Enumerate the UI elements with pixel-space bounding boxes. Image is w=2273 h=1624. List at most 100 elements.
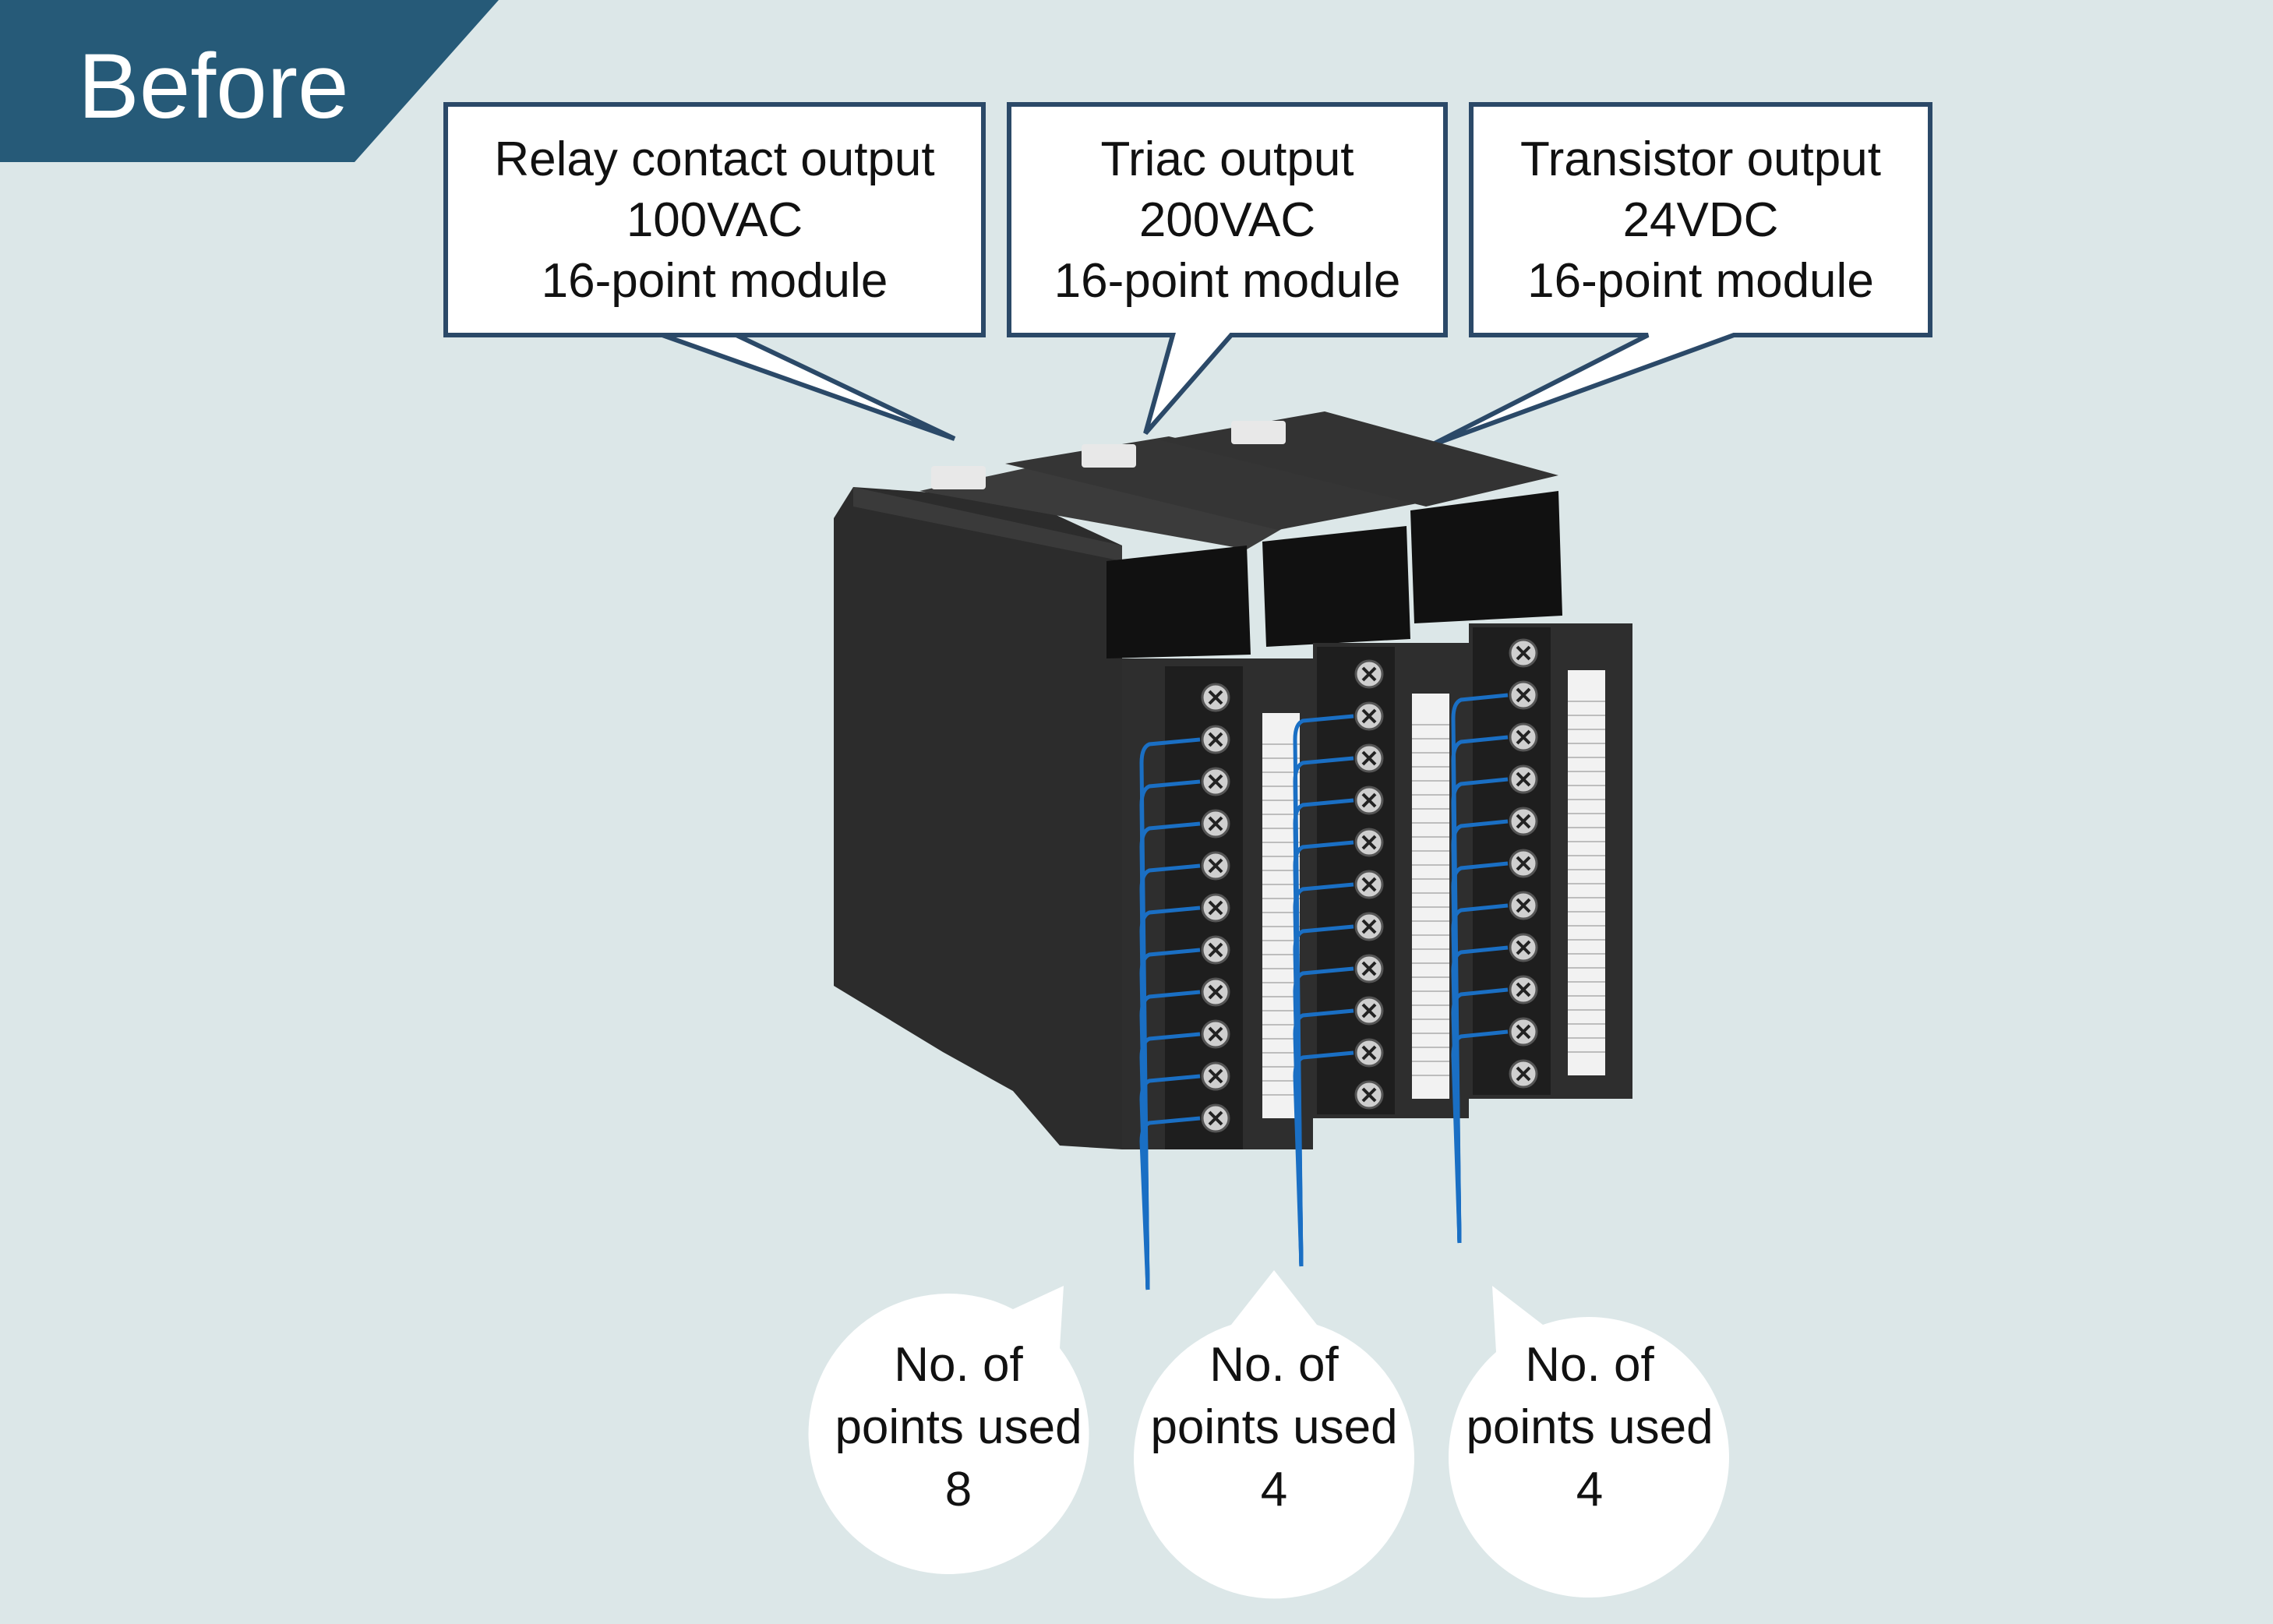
callout-box-3 <box>1428 102 1932 448</box>
callout-box-1 <box>443 102 986 441</box>
screw-slot-icon <box>1516 814 1531 829</box>
callout-2-line-3: 16-point module <box>1054 254 1401 308</box>
screw-slot-icon <box>1361 961 1377 976</box>
release-tab-2 <box>1082 444 1136 468</box>
callout-3-line-3: 16-point module <box>1527 254 1874 308</box>
usage-text-3: No. of points used 4 <box>1449 1334 1730 1521</box>
output-wire <box>1293 966 1354 1267</box>
usage-2-line-2: points used <box>1150 1400 1398 1454</box>
output-wire <box>1293 882 1354 1267</box>
module-top-vents <box>919 468 1294 549</box>
output-wire <box>1451 903 1509 1244</box>
screw-slot-icon <box>1361 1003 1377 1019</box>
output-wire <box>1293 840 1354 1267</box>
callout-text-1: Relay contact output 100VAC 16-point mod… <box>446 129 983 312</box>
screw-slot-icon <box>1516 940 1531 955</box>
before-label: Before <box>78 35 349 138</box>
screw-slot-icon <box>1208 1026 1223 1042</box>
usage-1-line-3: 8 <box>944 1463 972 1516</box>
screw-slot-icon <box>1361 666 1377 682</box>
callout-1-line-2: 100VAC <box>626 193 803 247</box>
screw-slot-icon <box>1361 835 1377 850</box>
callout-text-3: Transistor output 24VDC 16-point module <box>1471 129 1930 312</box>
screw-slot-icon <box>1516 687 1531 703</box>
usage-bubble-3 <box>1448 1286 1729 1598</box>
output-wire <box>1451 987 1509 1244</box>
release-tab-3 <box>1231 421 1286 444</box>
output-wire <box>1293 714 1354 1267</box>
before-badge <box>0 0 499 162</box>
screw-slot-icon <box>1516 1024 1531 1040</box>
screw-slot-icon <box>1208 858 1223 874</box>
usage-bubble-2 <box>1134 1270 1414 1599</box>
output-wire <box>1451 693 1509 1244</box>
output-wire <box>1139 779 1201 1290</box>
usage-1-line-1: No. of <box>894 1338 1023 1392</box>
screw-slot-icon <box>1361 793 1377 808</box>
screw-slot-icon <box>1361 708 1377 724</box>
output-wire <box>1451 945 1509 1244</box>
usage-1-line-2: points used <box>835 1400 1082 1454</box>
callout-1-line-1: Relay contact output <box>494 132 935 186</box>
output-wire <box>1451 735 1509 1244</box>
screw-slot-icon <box>1208 774 1223 789</box>
output-wire <box>1139 1074 1201 1290</box>
screw-slot-icon <box>1361 877 1377 892</box>
output-wire <box>1139 737 1201 1290</box>
usage-2-line-1: No. of <box>1209 1338 1339 1392</box>
screw-slot-icon <box>1516 898 1531 913</box>
output-wire <box>1139 906 1201 1290</box>
output-wire <box>1139 990 1201 1290</box>
callout-2-line-1: Triac output <box>1100 132 1354 186</box>
label-strip-3 <box>1568 670 1605 1075</box>
screw-slot-icon <box>1208 816 1223 831</box>
callout-3-line-1: Transistor output <box>1520 132 1881 186</box>
release-tab-1 <box>931 466 986 489</box>
screw-slot-icon <box>1516 982 1531 997</box>
output-wire <box>1293 1050 1354 1267</box>
output-wire <box>1139 948 1201 1290</box>
output-wire <box>1293 1008 1354 1267</box>
output-wire <box>1451 777 1509 1244</box>
output-wire <box>1451 819 1509 1244</box>
screw-slot-icon <box>1516 856 1531 871</box>
screw-slot-icon <box>1208 1110 1223 1126</box>
screw-slot-icon <box>1208 690 1223 705</box>
screw-slot-icon <box>1516 729 1531 745</box>
usage-3-line-3: 4 <box>1576 1463 1604 1516</box>
output-wire <box>1293 924 1354 1267</box>
usage-text-2: No. of points used 4 <box>1134 1334 1414 1521</box>
usage-2-line-3: 4 <box>1260 1463 1288 1516</box>
callout-box-2 <box>1007 102 1448 435</box>
screw-slot-icon <box>1516 1066 1531 1082</box>
usage-3-line-2: points used <box>1466 1400 1714 1454</box>
output-wire <box>1139 1032 1201 1290</box>
screw-slot-icon <box>1208 942 1223 958</box>
screw-slot-icon <box>1208 732 1223 747</box>
screw-slot-icon <box>1516 771 1531 787</box>
output-wire <box>1451 1029 1509 1244</box>
screw-slot-icon <box>1361 1087 1377 1103</box>
output-wire <box>1293 756 1354 1267</box>
output-wire <box>1139 863 1201 1290</box>
screw-slot-icon <box>1208 984 1223 1000</box>
screw-slot-icon <box>1361 1045 1377 1061</box>
callout-1-line-3: 16-point module <box>541 254 888 308</box>
screw-slot-icon <box>1208 900 1223 916</box>
output-wire <box>1139 1116 1201 1290</box>
screw-slot-icon <box>1361 919 1377 934</box>
usage-bubble-1 <box>808 1286 1089 1574</box>
io-module-assembly <box>834 411 1632 1290</box>
module-side-panel <box>834 487 1122 1149</box>
output-wire <box>1293 798 1354 1267</box>
screw-slot-icon <box>1361 750 1377 766</box>
screw-slot-icon <box>1516 645 1531 661</box>
screw-slot-icon <box>1208 1068 1223 1084</box>
label-strip-2 <box>1412 694 1449 1099</box>
callout-3-line-2: 24VDC <box>1622 193 1779 247</box>
callout-text-2: Triac output 200VAC 16-point module <box>1009 129 1445 312</box>
output-wire <box>1451 861 1509 1244</box>
callout-2-line-2: 200VAC <box>1138 193 1316 247</box>
usage-3-line-1: No. of <box>1525 1338 1654 1392</box>
